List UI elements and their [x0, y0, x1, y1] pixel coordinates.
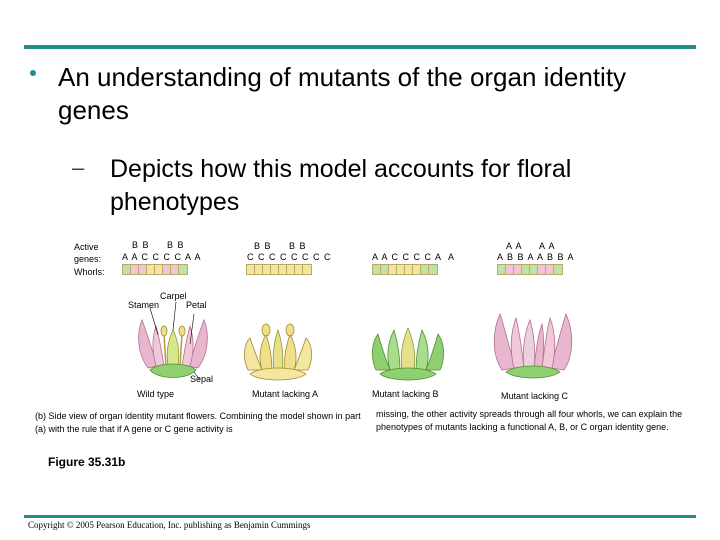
figure-caption-left: (b) Side view of organ identity mutant f… — [35, 411, 361, 434]
top-rule — [24, 45, 696, 49]
lacking-c-flower-illustration — [493, 312, 573, 379]
caption-wild-type: Wild type — [137, 389, 175, 399]
label-genes: genes: — [74, 254, 102, 264]
wildtype-bottom-genes: A A C C C C A A — [122, 252, 202, 262]
lacking-a-flower-illustration — [244, 323, 312, 381]
label-whorls: Whorls: — [74, 267, 105, 277]
lacking-b-flower-illustration — [372, 326, 444, 381]
label-active: Active — [74, 242, 99, 252]
caption-lacking-c: Mutant lacking C — [501, 391, 569, 401]
figure-caption-right: missing, the other activity spreads thro… — [376, 409, 683, 432]
lacking-a-bottom-genes: C C C C C C C C — [247, 252, 332, 262]
copyright-notice: Copyright © 2005 Pearson Education, Inc.… — [28, 520, 311, 530]
figure-number: Figure 35.31b — [48, 455, 126, 469]
lacking-c-top-genes: A A A A — [506, 241, 556, 251]
lacking-c-bottom-genes: A B B A A B B A — [497, 252, 575, 262]
sub-bullet-dash: – — [72, 155, 85, 180]
wildtype-flower-illustration — [138, 301, 208, 381]
petal-label: Petal — [186, 300, 207, 310]
carpel-label: Carpel — [160, 291, 187, 301]
lacking-c-whorl-strip — [497, 264, 563, 275]
lacking-b-whorl-strip — [372, 264, 438, 275]
sub-bullet: Depicts how this model accounts for flor… — [110, 155, 572, 216]
caption-lacking-b: Mutant lacking B — [372, 389, 439, 399]
caption-lacking-a: Mutant lacking A — [252, 389, 319, 399]
bottom-rule — [24, 515, 696, 518]
lacking-b-bottom-genes: A A C C C C A A — [372, 252, 456, 262]
bullet-marker — [30, 70, 36, 76]
main-bullet: An understanding of mutants of the organ… — [58, 62, 627, 125]
lacking-a-top-genes: B B B B — [254, 241, 307, 251]
stamen-label: Stamen — [128, 300, 160, 310]
wildtype-top-genes: B B B B — [132, 240, 185, 250]
sepal-label: Sepal — [190, 374, 214, 384]
lacking-a-whorl-strip — [246, 264, 312, 275]
wildtype-whorl-strip — [122, 264, 188, 275]
